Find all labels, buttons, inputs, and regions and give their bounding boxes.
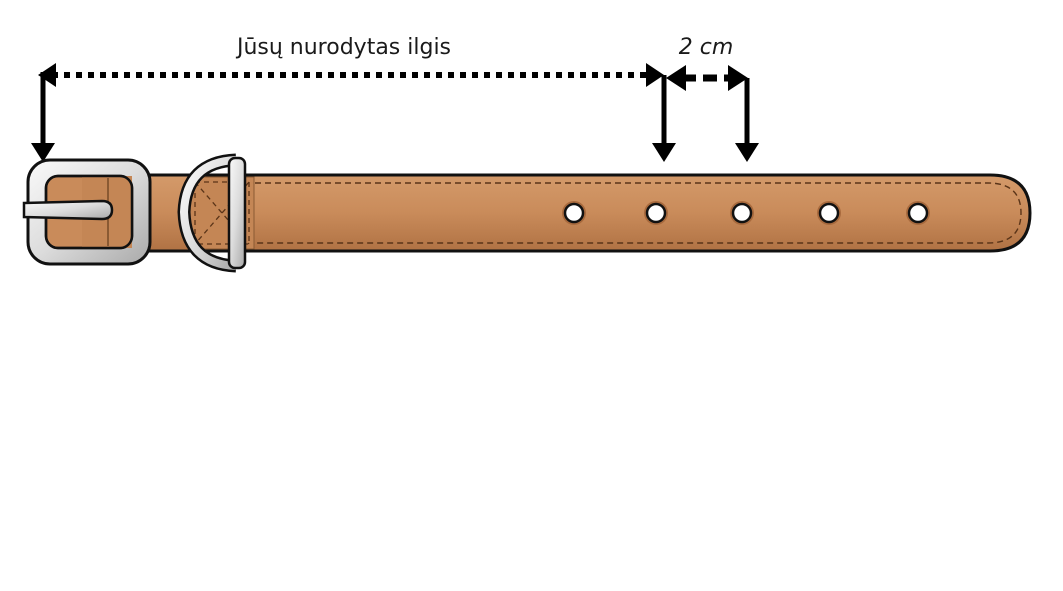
increment-label: 2 cm — [679, 35, 734, 60]
pointer-arrows — [31, 72, 759, 162]
right-arrowhead — [646, 63, 664, 87]
collar-hole — [563, 202, 585, 224]
d-ring-metal — [179, 156, 237, 270]
specified-length-dimension — [38, 63, 664, 87]
buckle-pointer-head — [31, 143, 55, 162]
collar-holes — [562, 201, 930, 225]
collar-hole — [645, 202, 667, 224]
buckle-prong — [22, 199, 114, 221]
hole-pointer-head — [652, 143, 676, 162]
left-arrowhead — [38, 63, 56, 87]
next-hole-pointer-head — [735, 143, 759, 162]
d-ring-bar — [227, 156, 247, 270]
collar-hole — [731, 202, 753, 224]
increment-right-arrowhead — [728, 65, 748, 91]
specified-length-label: Jūsų nurodytas ilgis — [235, 35, 451, 60]
increment-left-arrowhead — [666, 65, 686, 91]
collar-stitching — [255, 182, 1022, 244]
collar-hole — [907, 202, 929, 224]
collar-hole — [818, 202, 840, 224]
collar-illustration — [22, 153, 1032, 273]
increment-dimension — [666, 65, 748, 91]
